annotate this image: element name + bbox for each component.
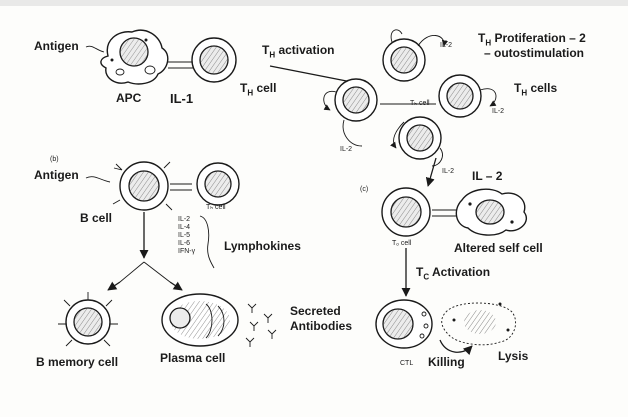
label-plasma-cell: Plasma cell (160, 351, 226, 365)
th-cell-bottom (398, 116, 442, 160)
lymphokine-item: IL-4 (178, 224, 191, 231)
tiny-label-tc-cell: Tₒ cell (392, 240, 412, 247)
autostim-loop-6 (342, 119, 363, 147)
label-th-proliferation: TH Protiferation – 2 (478, 31, 586, 48)
label-il1: IL-1 (170, 91, 194, 106)
tiny-label-th-cell: Tₕ cell (410, 100, 430, 107)
autostim-loop-4 (479, 88, 497, 107)
tiny-label-il-c: IL-2 (492, 108, 505, 115)
antibody-cluster (245, 303, 277, 347)
label-lymphokines: Lymphokines (224, 239, 301, 253)
th-cell-left (334, 78, 378, 122)
th-cell-a (191, 37, 237, 83)
label-il2: IL – 2 (472, 169, 503, 183)
b-cell (112, 161, 173, 211)
lymphokine-item: IL-2 (178, 216, 191, 223)
label-antigen-b: Antigen (34, 168, 79, 182)
b-memory-cell (58, 292, 118, 347)
antigen-pointer-b (85, 176, 111, 183)
label-killing: Killing (428, 355, 465, 369)
ctl-cell (375, 299, 433, 349)
to-memory-arrow (107, 281, 121, 291)
lymphokine-item: IFN-γ (178, 248, 196, 255)
lymphokine-list: IL-2 IL-4 IL-5 IL-6 IFN-γ (178, 216, 195, 256)
label-lysis: Lysis (498, 349, 529, 363)
tc-target-contact (432, 209, 458, 217)
plasma-cell (161, 293, 239, 347)
tiny-label-il-d: IL-2 (442, 168, 455, 175)
tiny-label-th-cell-b: Tₕ cell (206, 204, 226, 211)
label-tc-activation: TC Activation (416, 265, 491, 282)
label-apc: APC (116, 91, 142, 105)
label-altered-self-cell: Altered self cell (454, 241, 543, 255)
lymphokine-item: IL-6 (178, 240, 191, 247)
label-panel-c-marker: (c) (360, 186, 369, 193)
label-th-cell-a: TH cell (240, 81, 277, 98)
lymphokine-item: IL-5 (178, 232, 191, 239)
label-th-cells: TH cells (514, 81, 558, 98)
autostim-loop-3 (323, 90, 337, 111)
killing-arrow (439, 339, 473, 356)
apc-cell (100, 29, 169, 85)
tc-cell (381, 187, 431, 237)
label-b-memory-cell: B memory cell (36, 355, 119, 369)
tiny-label-il-b: IL-2 (340, 146, 353, 153)
label-b-cell: B cell (80, 211, 113, 225)
apc-th-contact (168, 61, 194, 69)
autostim-loop-2 (390, 29, 403, 43)
label-autostimulation: – outostimulation (484, 46, 584, 60)
b-split-right (143, 261, 171, 283)
autostim-loop-5 (390, 121, 405, 149)
label-antigen-a: Antigen (34, 39, 79, 53)
lysed-cell (441, 302, 516, 346)
tiny-label-il-a: IL-2 (440, 42, 453, 49)
th-cell-top (382, 38, 426, 82)
th-cell-right (438, 74, 482, 118)
label-secreted: Secreted (290, 304, 341, 318)
scan-edge (0, 0, 628, 6)
label-ctl: CTL (400, 360, 414, 367)
altered-self-cell (455, 188, 527, 236)
b-th-contact (170, 183, 192, 191)
to-plasma-arrow (169, 281, 183, 291)
label-antibodies: Antibodies (290, 319, 352, 333)
lymphokine-bracket (199, 215, 215, 269)
b-split-left (119, 261, 145, 283)
antigen-pointer-a (85, 45, 105, 53)
label-th-activation: TH activation (262, 43, 335, 60)
label-panel-b-marker: (b) (50, 156, 59, 163)
th-cell-b (196, 162, 240, 206)
autostim-loop-1 (417, 35, 449, 47)
il2-arrow (425, 157, 437, 187)
